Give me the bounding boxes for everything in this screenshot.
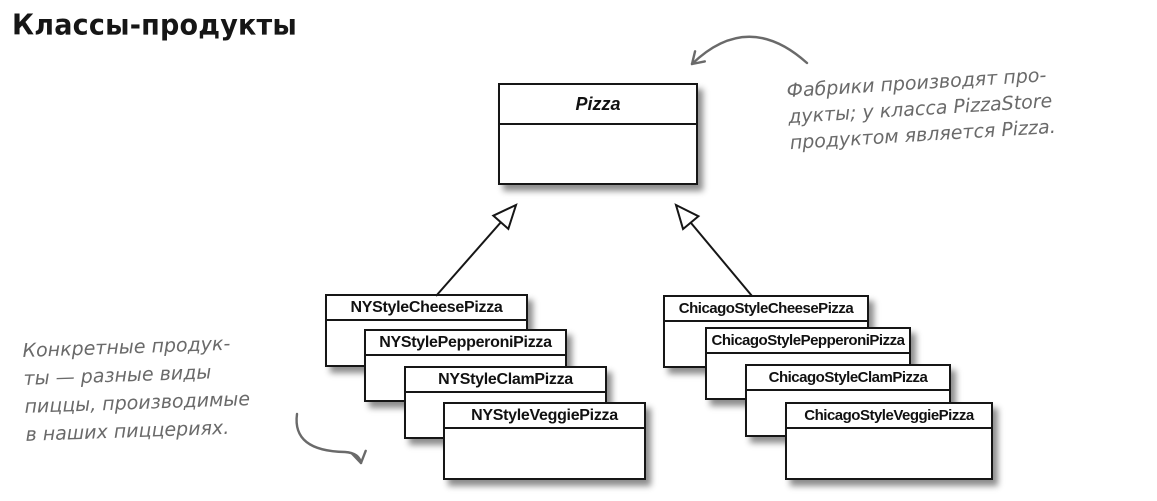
class-box-chicagostyleveggiepizza: ChicagoStyleVeggiePizza — [785, 402, 993, 480]
class-name: NYStyleVeggiePizza — [445, 404, 644, 429]
annotation-factory-note: Фабрики производят про- дукты; у класса … — [786, 62, 1057, 156]
hand-arrow-to-stack-icon — [295, 412, 367, 465]
inheritance-arrow-right — [674, 203, 753, 297]
class-name: ChicagoStyleCheesePizza — [665, 297, 867, 322]
class-name-pizza: Pizza — [500, 85, 696, 125]
class-name: NYStylePepperoniPizza — [366, 331, 565, 356]
class-name: NYStyleCheesePizza — [327, 296, 526, 321]
class-name: NYStyleClamPizza — [406, 368, 605, 393]
page-title: Классы-продукты — [12, 9, 298, 42]
class-name: ChicagoStyleClamPizza — [747, 366, 949, 391]
class-box-nystyleveggiepizza: NYStyleVeggiePizza — [443, 402, 646, 480]
class-box-pizza: Pizza — [498, 83, 698, 185]
class-name: ChicagoStyleVeggiePizza — [787, 404, 991, 429]
hand-arrow-to-pizza-icon — [690, 35, 809, 66]
annotation-products-note: Конкретные продук- ты — разные виды пицц… — [22, 329, 251, 449]
class-name: ChicagoStylePepperoniPizza — [707, 329, 909, 354]
inheritance-arrow-left — [435, 203, 518, 297]
